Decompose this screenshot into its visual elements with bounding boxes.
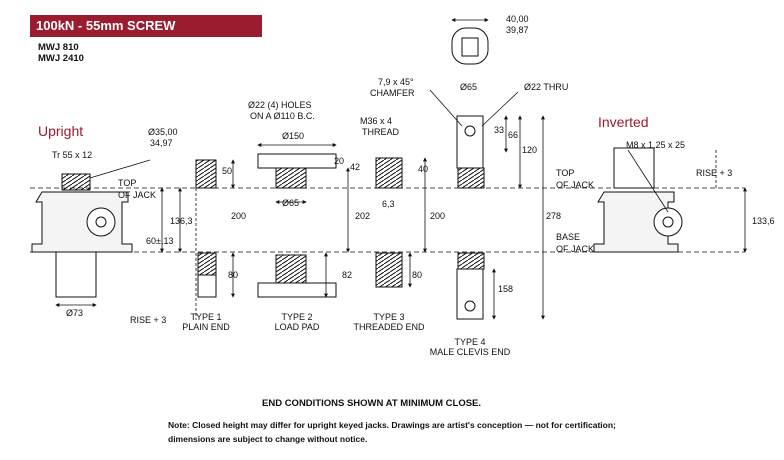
m36-label-1: M36 x 4 [360,116,393,126]
dim-80-b: 80 [412,270,423,280]
type3-line2: THREADED END [353,322,425,332]
type1-caption: TYPE 1 PLAIN END [176,312,236,332]
screw-thread-label: Tr 55 x 12 [52,150,93,160]
title-text: 100kN - 55mm SCREW [36,18,176,33]
type3-caption: TYPE 3 THREADED END [346,312,432,332]
base-of-jack-label-1: BASE [556,232,581,242]
dim-42: 42 [350,162,361,172]
m36-label-2: THREAD [362,127,400,137]
dim-278: 278 [546,211,562,221]
dim-120: 120 [522,145,538,155]
dim-6-3: 6,3 [382,199,395,209]
dim-20: 20 [334,156,345,166]
rise-left: RISE + 3 [130,315,167,325]
dim-133-6: 133,6 [752,216,775,226]
dim-158: 158 [498,284,514,294]
type2-caption: TYPE 2 LOAD PAD [262,312,332,332]
inverted-jack [593,147,683,253]
dia-35-b: 34,97 [150,138,173,148]
top-of-jack-label-right-1: TOP [556,168,575,178]
type3-threaded-end [375,157,403,288]
m8-label: M8 x 1,25 x 25 [626,140,686,150]
dim-50: 50 [222,166,233,176]
dim-136-3: 136,3 [170,216,193,226]
type3-line1: TYPE 3 [373,312,405,322]
upright-jack [31,173,133,298]
dim-80-a: 80 [228,270,239,280]
model-1: MWJ 810 [38,42,79,53]
type4-line2: MALE CLEVIS END [429,347,511,357]
dimension-lines [55,18,747,320]
inverted-heading: Inverted [598,114,649,130]
dia-65-top: Ø65 [460,82,478,92]
dim-40: 40 [418,164,429,174]
dim-200-b: 200 [430,211,446,221]
footer-caption: END CONDITIONS SHOWN AT MINIMUM CLOSE. [262,398,482,409]
chamfer-label-2: CHAMFER [370,88,415,98]
width-40-a: 40,00 [506,14,529,24]
top-of-jack-label-right-2: OF JACK [556,180,595,190]
top-of-jack-label-1: TOP [118,178,137,188]
dim-202: 202 [355,211,371,221]
note-line-1: Note: Closed height may differ for uprig… [168,420,616,430]
dia-150: Ø150 [282,131,305,141]
top-of-jack-label-2: OF JACK [118,190,157,200]
type4-caption: TYPE 4 MALE CLEVIS END [422,337,518,357]
type2-line2: LOAD PAD [274,322,320,332]
dim-33: 33 [494,125,505,135]
type1-line1: TYPE 1 [190,312,222,322]
type4-clevis-end [451,27,489,320]
chamfer-label-1: 7,9 x 45° [378,77,414,87]
model-2: MWJ 2410 [38,53,84,64]
dia-73: Ø73 [66,308,84,318]
rise-right: RISE + 3 [696,168,733,178]
dim-60: 60±,13 [146,236,174,246]
base-of-jack-label-2: OF JACK [556,244,595,254]
width-40-b: 39,87 [506,25,529,35]
dim-200-a: 200 [231,211,247,221]
dia-65-pad: Ø65 [282,198,300,208]
holes-label-2: ON A Ø110 B.C. [250,111,315,121]
holes-label-1: Ø22 (4) HOLES [248,100,312,110]
dim-82: 82 [342,270,353,280]
note-line-2: dimensions are subject to change without… [168,434,368,444]
title-banner: 100kN - 55mm SCREW [30,15,262,37]
dim-66: 66 [508,130,519,140]
dia-35-a: Ø35,00 [148,127,178,137]
type4-line1: TYPE 4 [454,337,486,347]
type2-line1: TYPE 2 [281,312,313,322]
type2-load-pad [257,153,337,298]
type1-plain-end [195,159,217,298]
dia-22-thru: Ø22 THRU [524,82,569,92]
type1-line2: PLAIN END [182,322,230,332]
upright-heading: Upright [38,123,84,139]
